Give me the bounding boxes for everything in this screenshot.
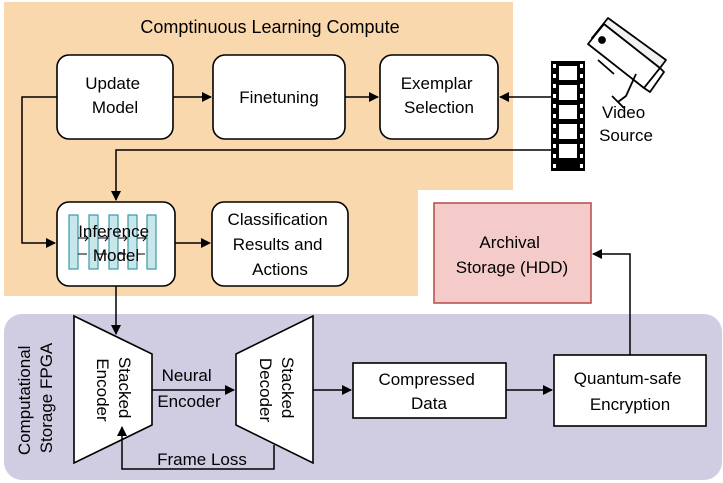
quantum-encryption-label: Quantum-safe Encryption — [574, 369, 686, 414]
stacked-decoder-label: Stacked Decoder — [256, 357, 297, 423]
exemplar-selection-box[interactable] — [379, 54, 499, 140]
arrow-update-to-inference — [21, 96, 57, 248]
stacked-encoder-label: Stacked Encoder — [93, 357, 134, 423]
compressed-data-label: Compressed Data — [378, 370, 479, 413]
frame-loss-edge-label: Frame Loss — [157, 450, 247, 469]
fpga-title: Computational Storage FPGA — [15, 341, 56, 455]
stacked-decoder-shape[interactable] — [235, 314, 314, 465]
security-camera-icon — [587, 17, 667, 109]
archival-storage-label: Archival Storage (HDD) — [456, 233, 568, 277]
video-source-label: Video Source — [599, 103, 653, 145]
inference-model-label: Inference Model — [78, 222, 154, 265]
archival-storage-box[interactable] — [433, 202, 592, 304]
arrow-frame-loss — [117, 426, 275, 470]
arrow-video-to-inference — [111, 149, 551, 201]
neural-network-icon — [68, 214, 157, 270]
stacked-encoder-shape[interactable] — [73, 314, 153, 465]
update-model-label: Update Model — [85, 74, 145, 117]
update-model-box[interactable] — [56, 54, 174, 140]
exemplar-selection-label: Exemplar Selection — [401, 74, 478, 117]
classification-box[interactable] — [211, 201, 349, 287]
neural-encoder-edge-label: Neural Encoder — [157, 366, 221, 411]
arrows — [21, 92, 631, 470]
continuous-learning-title: Comptinuous Learning Compute — [140, 17, 399, 37]
film-strip-icon — [551, 61, 585, 171]
arrow-encryption-to-archival — [592, 249, 631, 355]
finetuning-label: Finetuning — [239, 88, 318, 107]
classification-label: Classification Results and Actions — [228, 210, 333, 279]
quantum-encryption-box[interactable] — [553, 354, 707, 427]
